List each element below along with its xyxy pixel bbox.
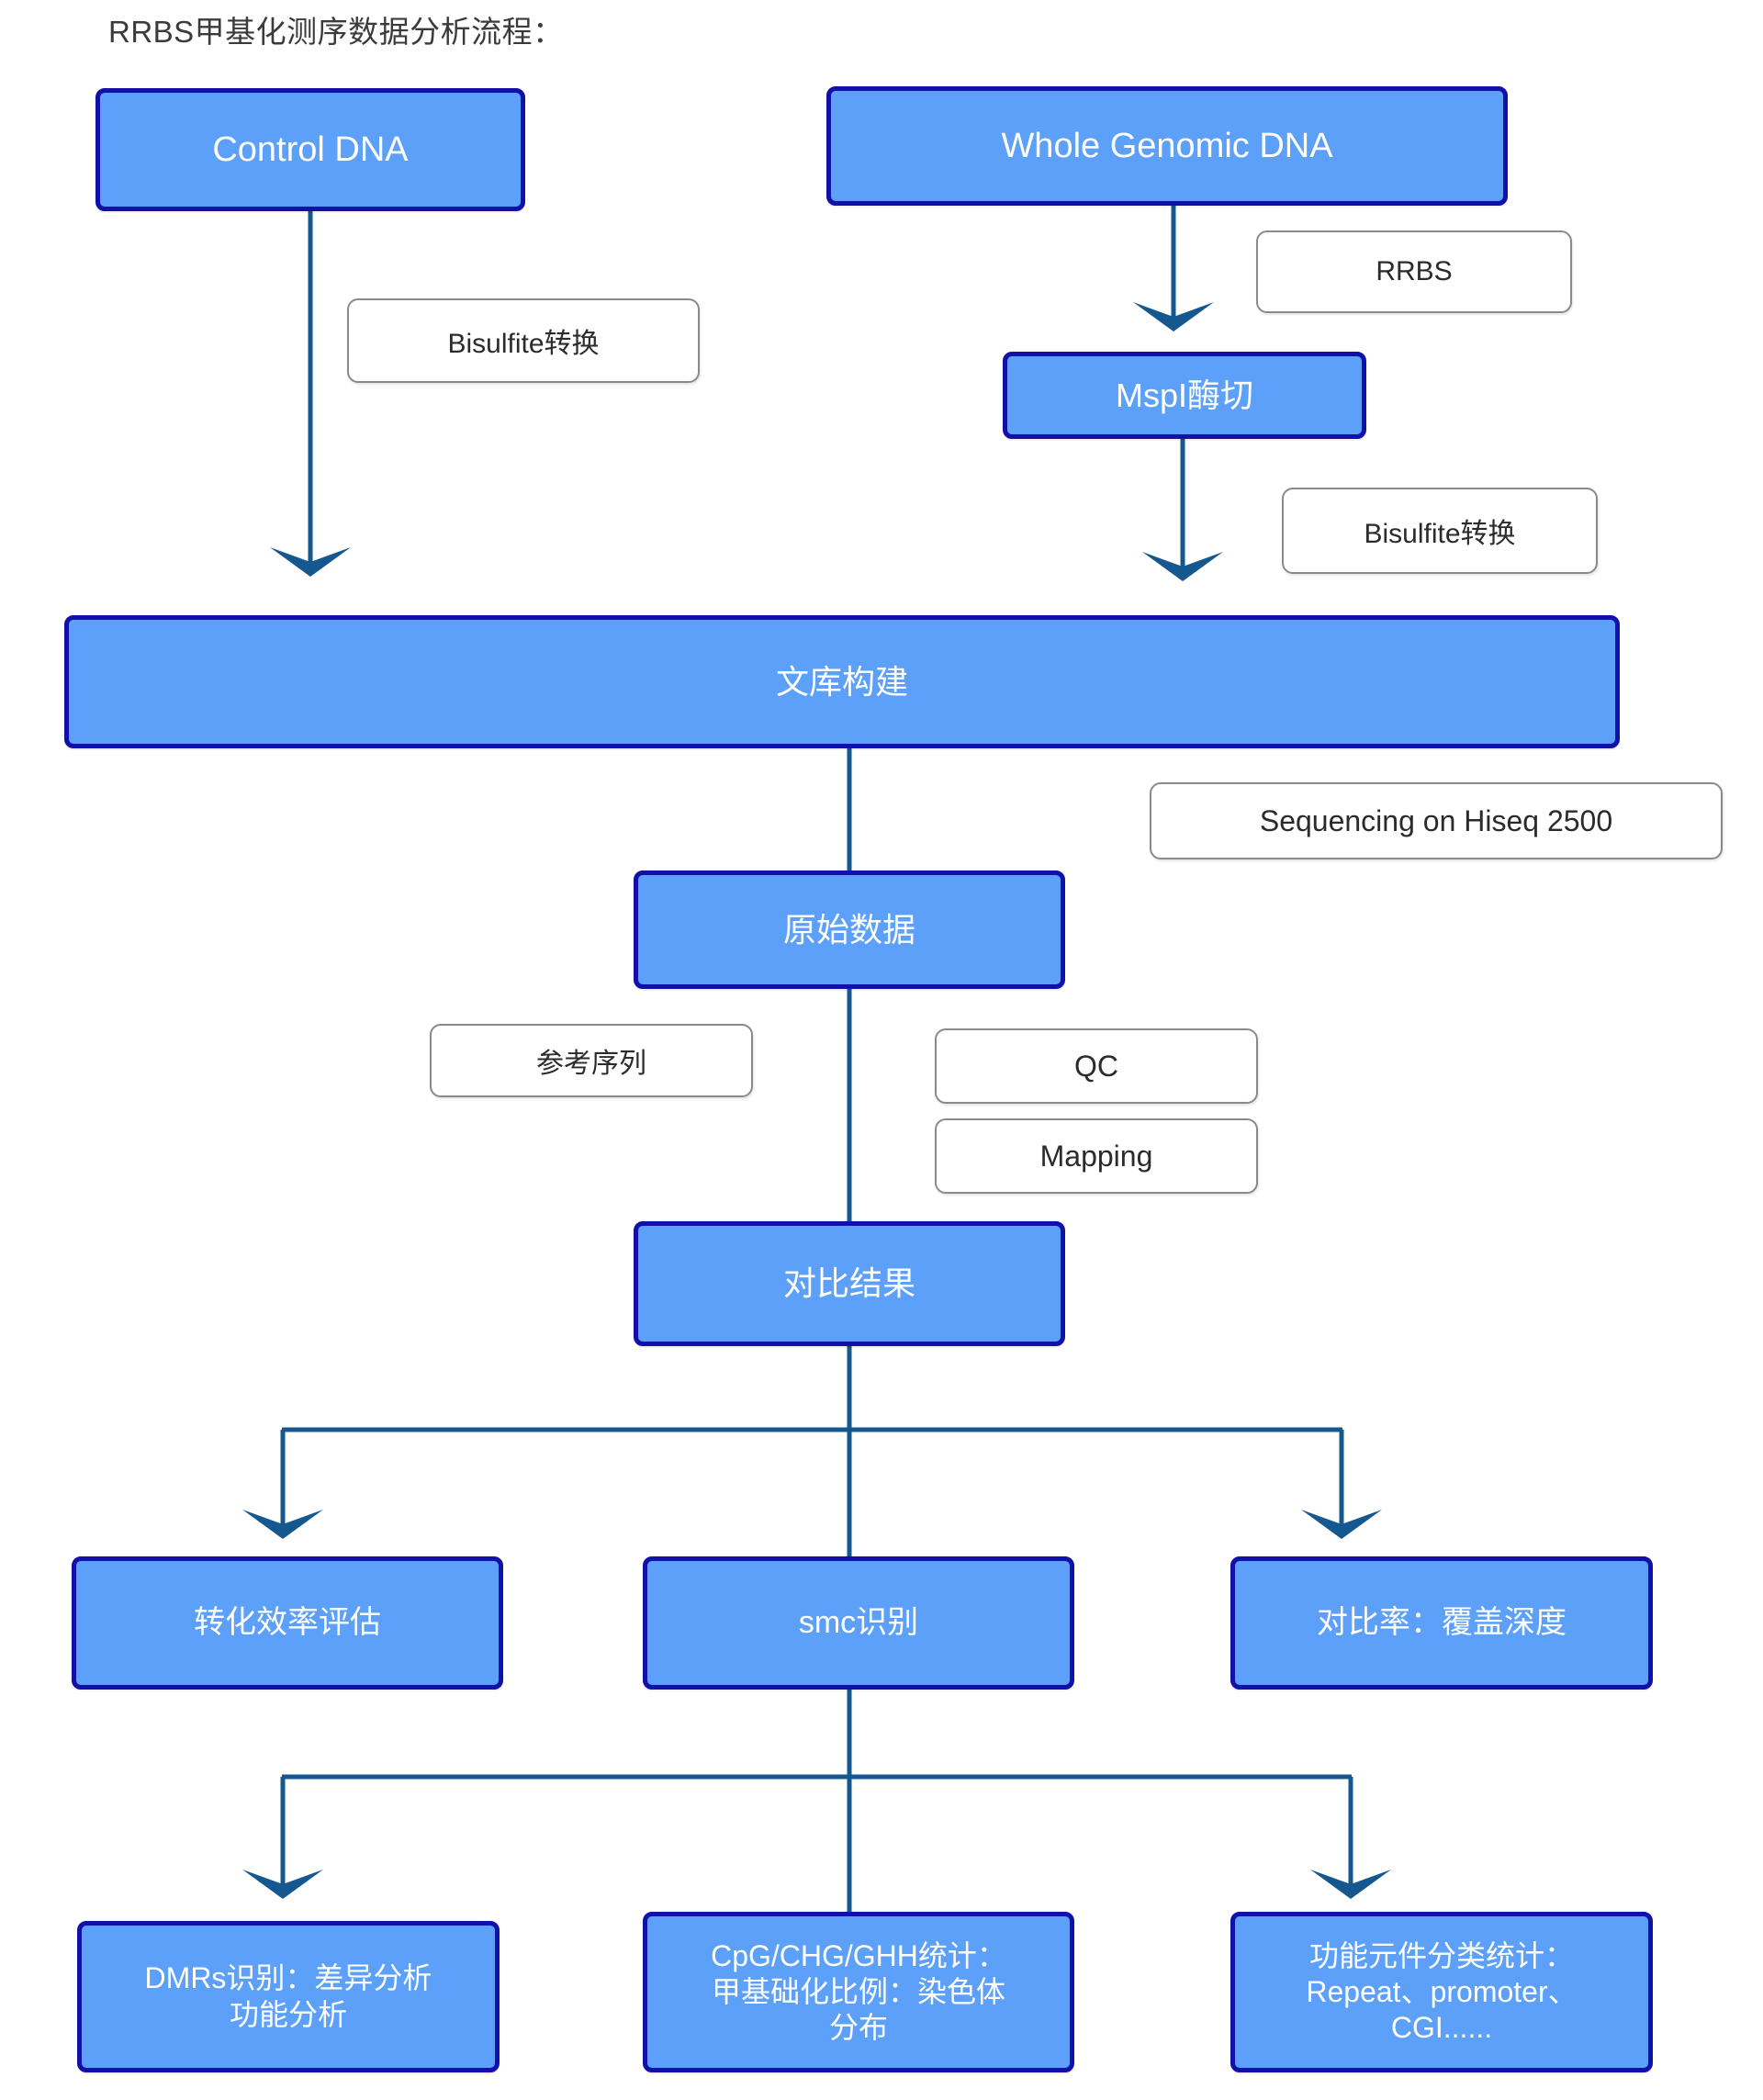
node-functional-elements-line3: CGI...... [1390, 2011, 1493, 2045]
node-alignment-result[interactable]: 对比结果 [634, 1221, 1065, 1346]
label-bisulfite-left-text: Bisulfite转换 [447, 329, 600, 359]
node-cpg-stats-line3: 分布 [828, 2011, 888, 2045]
node-dmrs-line1: DMRs识别：差异分析 [144, 1961, 432, 1995]
label-mapping[interactable]: Mapping [935, 1118, 1258, 1194]
label-reference-sequence-text: 参考序列 [536, 1049, 646, 1079]
node-library-construction-label: 文库构建 [775, 662, 908, 701]
node-cpg-stats[interactable]: CpG/CHG/GHH统计： 甲基础化比例：染色体 分布 [643, 1912, 1074, 2072]
label-bisulfite-left[interactable]: Bisulfite转换 [347, 298, 700, 383]
node-functional-elements[interactable]: 功能元件分类统计： Repeat、promoter、 CGI...... [1230, 1912, 1653, 2072]
node-conversion-efficiency[interactable]: 转化效率评估 [72, 1556, 503, 1690]
node-mspi-digestion-label: MspI酶切 [1115, 376, 1253, 414]
node-mspi-digestion[interactable]: MspI酶切 [1003, 352, 1366, 439]
node-cpg-stats-line1: CpG/CHG/GHH统计： [711, 1938, 1006, 1972]
node-control-dna-label: Control DNA [212, 129, 409, 169]
node-whole-genomic-dna[interactable]: Whole Genomic DNA [826, 86, 1508, 206]
label-rrbs[interactable]: RRBS [1256, 230, 1572, 313]
label-sequencing[interactable]: Sequencing on Hiseq 2500 [1150, 782, 1723, 859]
label-reference-sequence[interactable]: 参考序列 [430, 1024, 753, 1097]
node-raw-data-label: 原始数据 [782, 910, 915, 949]
node-conversion-efficiency-label: 转化效率评估 [194, 1604, 381, 1640]
page-title: RRBS甲基化测序数据分析流程： [108, 15, 564, 49]
node-dmrs-line2: 功能分析 [229, 1997, 347, 2031]
node-alignment-result-label: 对比结果 [782, 1264, 915, 1303]
node-whole-genomic-dna-label: Whole Genomic DNA [1001, 126, 1333, 165]
node-functional-elements-line1: 功能元件分类统计： [1308, 1938, 1574, 1972]
node-library-construction[interactable]: 文库构建 [64, 615, 1620, 748]
label-rrbs-text: RRBS [1376, 256, 1453, 286]
label-bisulfite-right[interactable]: Bisulfite转换 [1282, 488, 1598, 574]
node-smc-identification[interactable]: smc识别 [643, 1556, 1074, 1690]
node-functional-elements-line2: Repeat、promoter、 [1306, 1974, 1578, 2008]
node-control-dna[interactable]: Control DNA [95, 88, 525, 211]
node-smc-identification-label: smc识别 [798, 1604, 919, 1640]
node-dmrs[interactable]: DMRs识别：差异分析 功能分析 [77, 1921, 500, 2072]
node-mapping-rate-depth[interactable]: 对比率：覆盖深度 [1230, 1556, 1653, 1690]
label-bisulfite-right-text: Bisulfite转换 [1364, 519, 1516, 549]
label-qc-text: QC [1074, 1049, 1118, 1083]
node-raw-data[interactable]: 原始数据 [634, 870, 1065, 989]
label-mapping-text: Mapping [1039, 1139, 1153, 1173]
label-qc[interactable]: QC [935, 1028, 1258, 1104]
label-sequencing-text: Sequencing on Hiseq 2500 [1259, 803, 1613, 837]
node-mapping-rate-depth-label: 对比率：覆盖深度 [1317, 1604, 1566, 1640]
node-cpg-stats-line2: 甲基础化比例：染色体 [711, 1974, 1005, 2008]
